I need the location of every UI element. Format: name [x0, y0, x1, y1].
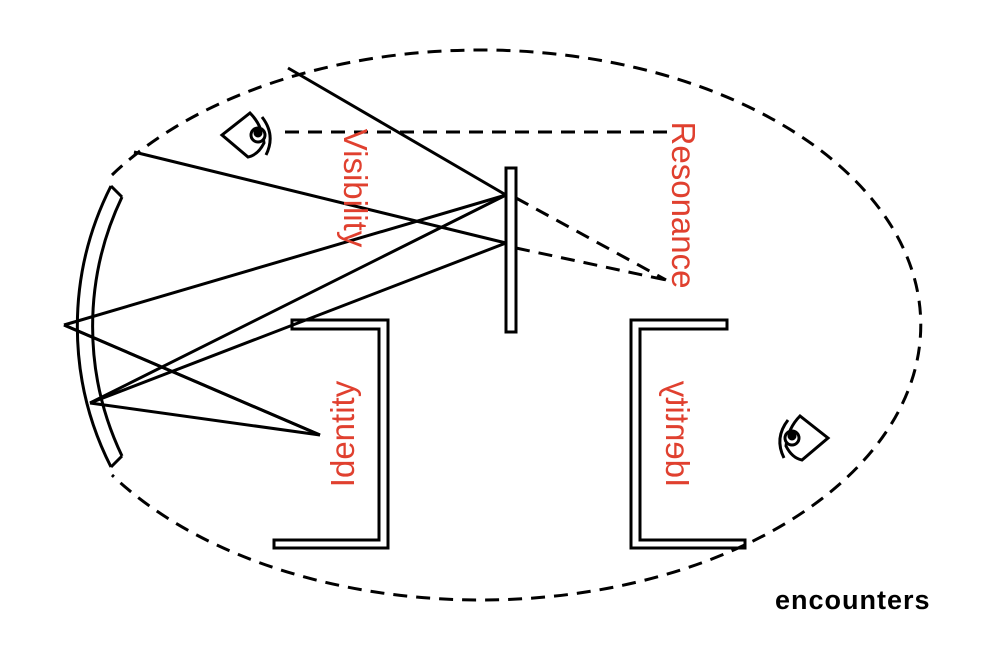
eye-icon — [778, 413, 831, 462]
caption: encounters — [775, 585, 931, 615]
identity-mirrored-label: Identity — [659, 380, 696, 487]
sight-lines — [285, 130, 668, 282]
curved-mirror — [75, 184, 124, 469]
flat-mirror — [504, 166, 518, 334]
visibility-label: Visibility — [337, 129, 374, 248]
boundary-ellipse — [110, 48, 923, 602]
resonance-label: Resonance — [665, 122, 702, 289]
identity-label: Identity — [324, 380, 361, 487]
light-rays — [63, 66, 507, 437]
identity-bracket — [272, 318, 390, 550]
eye-icon — [219, 110, 272, 159]
mirrored-identity-bracket — [629, 318, 747, 550]
